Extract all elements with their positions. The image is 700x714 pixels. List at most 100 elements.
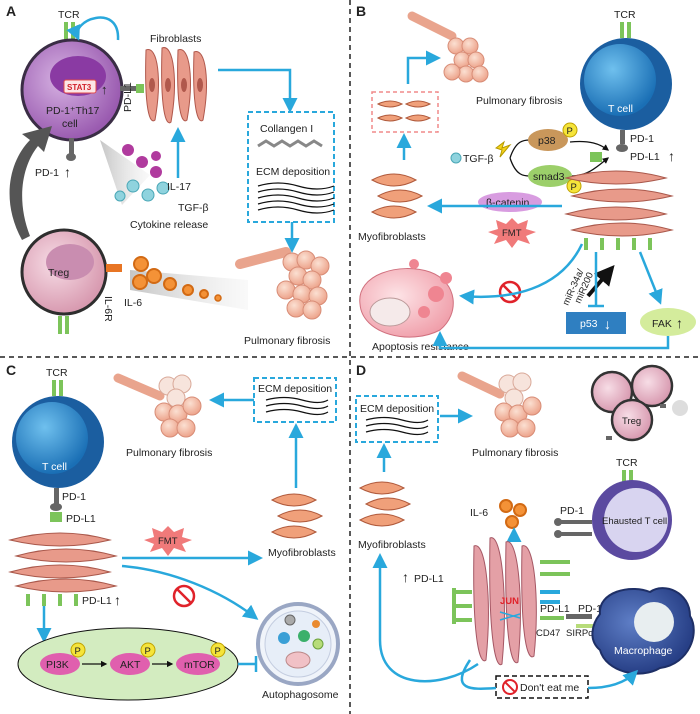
treg-to-th17-arrow: [9, 126, 53, 240]
panel-b-tcr-receptor: [620, 22, 631, 38]
th17-cell-label-line1: PD-1⁺Th17: [46, 105, 100, 117]
panel-c-pd1-label: PD-1: [62, 491, 86, 503]
akt-phospho: [140, 642, 156, 658]
apoptosis-cell: [359, 259, 454, 338]
panel-b-pd1-receptor: [616, 130, 628, 152]
panel-c-tcell: [12, 396, 104, 488]
exhausted-tcell: [592, 480, 672, 560]
panel-b-fmt-label: FMT: [502, 228, 522, 239]
panel-b-fmt-burst: [488, 218, 536, 248]
panel-a-treg-cell: [20, 228, 108, 316]
panel-b-myofibroblast-box: [371, 91, 439, 133]
p53-label: p53: [580, 318, 598, 330]
dont-eat-me-label: Don't eat me: [520, 682, 579, 694]
panel-b-tgfb-particle: [450, 152, 462, 164]
il6r-receptor: [106, 264, 122, 272]
panel-c-fmt-label: FMT: [158, 536, 178, 547]
smad3-phospho-label: P: [571, 182, 577, 193]
panel-c-ecm-label: ECM deposition: [258, 383, 332, 395]
panel-b-pulmonary-label: Pulmonary fibrosis: [476, 95, 562, 107]
pi3k-label: PI3K: [46, 659, 69, 671]
il6-particles: [132, 256, 222, 302]
fibroblast-to-ecm-arrow: [218, 68, 298, 113]
panel-d-pdl1-right-label: PD-L1: [540, 603, 570, 615]
panel-d-fibroblasts: [473, 537, 537, 666]
mtor-phospho-label: P: [215, 646, 221, 657]
pi3k-node: [40, 653, 80, 675]
panel-c-fibroblasts: [8, 532, 118, 593]
stat3-label: STAT3: [67, 83, 92, 92]
panel-a-treg-tcr: [58, 316, 69, 334]
exhausted-tcell-label: Ehausted T cell: [602, 516, 667, 527]
akt-phospho-label: P: [145, 646, 151, 657]
fibroblast-to-apoptosis-arrow: [459, 243, 584, 305]
akt-label: AKT: [120, 659, 141, 671]
panel-a-pd1-up-arrow: ↑: [64, 164, 71, 180]
panel-d-pulmonary-label: Pulmonary fibrosis: [472, 447, 558, 459]
fibroblast-to-fak-arrow: [638, 251, 663, 305]
panel-c-letter: C: [6, 362, 16, 378]
panel-d: D ECM deposition Pulmonary fibrosis Treg…: [355, 362, 695, 699]
panel-c-pulmonary-label: Pulmonary fibrosis: [126, 447, 212, 459]
panel-d-myofibroblasts: [358, 481, 412, 527]
fak-up-arrow: ↑: [676, 315, 683, 331]
panel-b-letter: B: [356, 3, 366, 19]
dont-eat-me-box: [495, 675, 589, 699]
dont-eat-me-block-icon: [502, 679, 518, 695]
panel-c-tcr-label: TCR: [46, 367, 68, 379]
panel-a-pd1-label: PD-1: [35, 167, 59, 179]
cytokine-release-label: Cytokine release: [130, 219, 208, 231]
panel-c-pd1-receptor: [50, 488, 62, 511]
macrophage-label: Macrophage: [614, 645, 673, 657]
panel-c-fmt-burst: [144, 526, 192, 556]
panel-c-ecm-mesh: [265, 396, 329, 416]
collagen-label: Collangen I: [260, 123, 313, 135]
panel-a-fibroblasts: [145, 47, 207, 124]
fak-node: [640, 308, 696, 336]
panel-c-lung: [113, 373, 202, 438]
p38-phospho-label: P: [567, 126, 573, 137]
panel-d-il6-particles: [499, 499, 527, 529]
p38-to-pdl1-arrow: [569, 140, 610, 151]
jun-label: JUN: [500, 596, 519, 607]
tgfb-particles: [114, 179, 170, 202]
panel-a-tcr-label: TCR: [58, 9, 80, 21]
panel-d-treg-label: Treg: [622, 416, 641, 427]
il6r-label: IL-6R: [102, 296, 114, 322]
p38-label: p38: [538, 135, 556, 147]
panel-b-pdl1-up-arrow: ↑: [668, 148, 675, 164]
jun-arrows: [499, 611, 521, 621]
cd47-label: CD47: [536, 628, 560, 639]
panel-a-tcr-receptor: [64, 22, 75, 40]
fibroblast-to-dont-eat-arrow: [460, 659, 497, 690]
lightning-icon: [494, 140, 512, 158]
akt-node: [110, 653, 150, 675]
panel-d-pdl1-up-arrow: ↑: [402, 569, 409, 585]
panel-b-box-to-lung-arrow: [406, 50, 441, 84]
panel-c-tcr-receptor: [52, 380, 63, 396]
panel-b-lung: [407, 11, 489, 83]
panel-b-block-icon: [498, 280, 522, 304]
panel-c-myofibroblasts: [270, 493, 324, 539]
panel-a-treg-label: Treg: [48, 267, 69, 279]
panel-b-pd1-label: PD-1: [630, 133, 654, 145]
panel-b-tcell: [580, 38, 672, 130]
panel-c-pdl1-up-arrow: ↑: [114, 592, 121, 608]
panel-c-fibroblast-to-autophagosome-arrow: [121, 564, 259, 620]
fibroblast-pdl1-receptor: [136, 84, 144, 93]
p53-down-arrow: ↓: [604, 316, 611, 332]
panel-d-treg-cluster: [590, 364, 688, 442]
smad3-label: smad3: [533, 171, 565, 183]
smad3-node: [528, 165, 572, 187]
panel-c-pdl1-label: PD-L1: [66, 513, 96, 525]
collagen-fiber: [257, 139, 323, 148]
panel-c: C TCR T cell PD-1 PD-L1 PD-L1 ↑: [6, 362, 340, 701]
panel-c-pdl1-receptor: [50, 512, 62, 522]
p38-phospho: [562, 122, 578, 138]
panel-b-pdl1-label: PD-L1: [630, 151, 660, 163]
panel-c-ecm-box: [253, 377, 337, 423]
panel-d-pd1-right-label: PD-1: [578, 603, 602, 615]
il17-label: IL-17: [167, 181, 191, 193]
panel-a-ecm-box: [247, 111, 335, 223]
